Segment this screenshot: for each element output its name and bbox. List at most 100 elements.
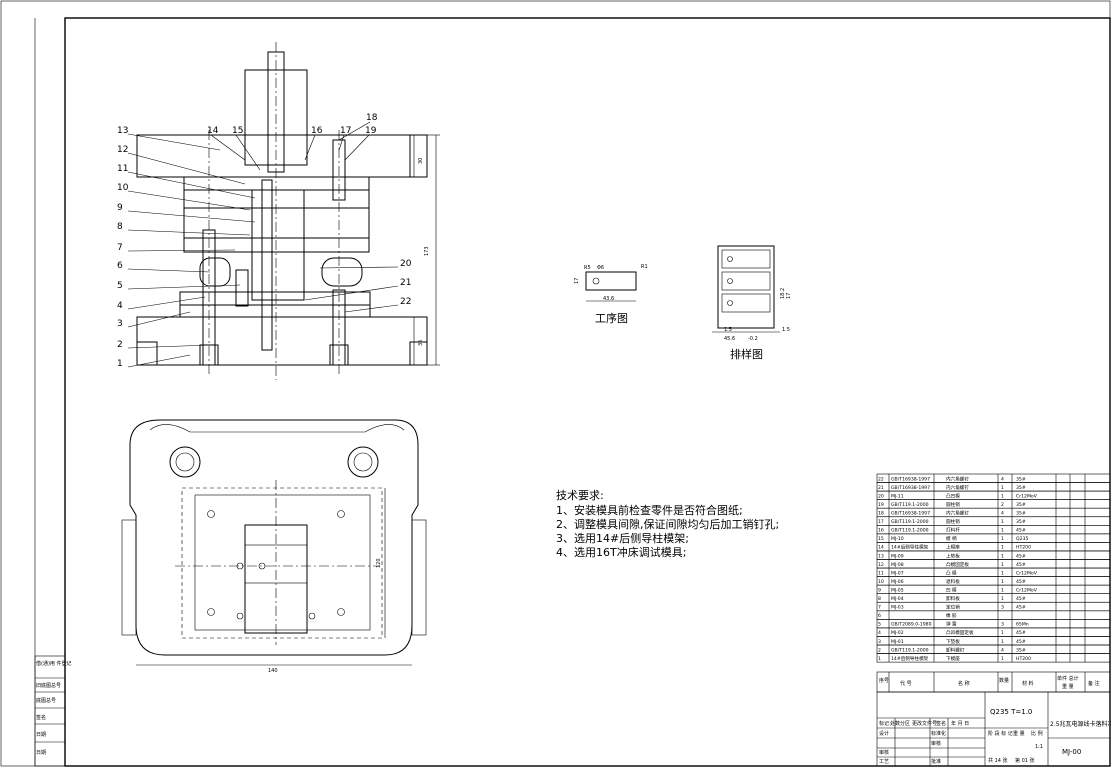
dim-strip-edge-right: 1.5 xyxy=(782,327,790,333)
dim-strip-width: 45.6 xyxy=(724,336,735,342)
die-outline xyxy=(181,487,383,639)
title-label-count: 处数 xyxy=(890,720,900,727)
side-label: 签名 xyxy=(36,714,46,721)
bom-cell-name: 下垫板 xyxy=(946,638,960,645)
bom-cell-no: 2 xyxy=(878,647,881,653)
bom-cell-qty: 1 xyxy=(1001,519,1004,525)
callout-leader xyxy=(127,284,241,290)
part-number-label: 13 xyxy=(117,126,128,136)
bom-cell-no: 13 xyxy=(878,553,884,559)
callout-leader xyxy=(127,210,256,223)
dim-bottom-plate: 35 xyxy=(418,340,424,346)
bom-cell-mat: 45# xyxy=(1016,562,1026,568)
bom-cell-qty: 3 xyxy=(1001,622,1004,628)
part-number-label: 3 xyxy=(117,319,123,329)
punch-retainer xyxy=(183,189,370,209)
dim-plan-height: 120 xyxy=(376,558,382,568)
bom-cell-name: 凹 模 xyxy=(946,586,957,593)
callout-leader xyxy=(127,268,211,273)
bom-cell-name: 凸凹模 xyxy=(946,492,960,499)
bom-cell-name: 凸 模 xyxy=(946,569,957,576)
title-label-weight: 重 量 xyxy=(1013,730,1025,737)
bom-header-unit-weight: 单件 总计 xyxy=(1057,675,1079,682)
bom-cell-mat: Cr12MoV xyxy=(1016,570,1038,576)
bom-cell-name: 内六角螺钉 xyxy=(946,475,969,482)
tech-req-item: 1、安装模具前检查零件是否符合图纸; xyxy=(556,503,743,517)
bom-cell-no: 9 xyxy=(878,587,881,593)
bom-row xyxy=(876,593,1111,603)
bom-cell-mat: Cr12MoV xyxy=(1016,587,1038,593)
title-block: Q235 T=1.0 2.5兆瓦电源线卡落料冲孔 MJ-00 标记 处数 分区 … xyxy=(876,691,1111,767)
dim-workpiece-height: 17 xyxy=(574,278,580,284)
bom-cell-no: 14 xyxy=(878,545,884,551)
callout-leader xyxy=(127,152,246,185)
bom-cell-no: 11 xyxy=(878,570,884,576)
dim-plan-width: 140 xyxy=(268,668,278,674)
bom-cell-mat: 45# xyxy=(1016,553,1026,559)
bom-cell-name: 退料板 xyxy=(946,578,960,585)
bom-cell-name: 卸料板 xyxy=(946,595,960,602)
bom-cell-name: 模 柄 xyxy=(946,535,957,542)
inner-frame xyxy=(64,17,1111,767)
bom-cell-code: GB/T119.1-2000 xyxy=(891,519,929,525)
bom-cell-qty: 4 xyxy=(1001,476,1004,482)
part-number-label: 2 xyxy=(117,340,123,350)
bom-cell-no: 19 xyxy=(878,502,884,508)
bom-cell-code: 14#后侧导柱模架 xyxy=(891,544,929,551)
bom-cell-no: 16 xyxy=(878,528,884,534)
side-label: 日期 xyxy=(36,750,46,756)
title-label-date: 年 月 日 xyxy=(951,720,969,727)
part-number-label: 16 xyxy=(311,126,323,136)
part-number-label: 8 xyxy=(117,222,123,232)
bom-row xyxy=(876,550,1111,560)
title-label-mark: 标记 xyxy=(879,720,889,727)
bom-row xyxy=(876,627,1111,637)
bom-row xyxy=(876,584,1111,595)
plan-view: 140 120 xyxy=(121,419,427,674)
bom-cell-name: 圆柱销 xyxy=(946,501,960,508)
callout-leader xyxy=(338,121,371,141)
part-number-label: 11 xyxy=(117,164,128,174)
title-label-scale: 比 例 xyxy=(1031,730,1043,737)
part-number-label: 19 xyxy=(365,126,377,136)
bom-cell-mat: 35# xyxy=(1016,519,1026,525)
bom-cell-code: MJ-05 xyxy=(891,587,904,593)
dim-strip-pitch-2: 17 xyxy=(786,293,792,299)
callout-leader xyxy=(235,134,261,171)
bom-cell-mat: 35# xyxy=(1016,647,1026,653)
dim-top-plate: 30 xyxy=(418,158,424,164)
callout-leader xyxy=(127,133,221,151)
guide-bush-left xyxy=(169,446,201,478)
dim-strip-pitch: 18.2 xyxy=(780,288,786,299)
callout-leader xyxy=(127,171,256,199)
callout-leader xyxy=(304,285,399,301)
title-label-approve: 批准 xyxy=(931,758,941,765)
bom-header-weight: 重 量 xyxy=(1062,683,1074,690)
dim-workpiece-hole: Φ6 xyxy=(597,265,604,271)
tech-req-item: 3、选用14#后侧导柱模架; xyxy=(556,531,689,545)
part-number-label: 1 xyxy=(117,359,123,369)
bom-cell-qty: 1 xyxy=(1001,485,1004,491)
bom-cell-qty: 1 xyxy=(1001,553,1004,559)
title-drawing-no: MJ-00 xyxy=(1062,748,1081,756)
bom-cell-code: MJ-08 xyxy=(891,562,904,568)
bom-header-name: 名 称 xyxy=(958,680,970,687)
punch-die xyxy=(251,189,305,301)
callout-leader xyxy=(127,190,251,211)
bom-cell-qty: 1 xyxy=(1001,587,1004,593)
bom-header-code: 代 号 xyxy=(900,680,912,687)
bom-cell-code: MJ-04 xyxy=(891,596,904,602)
bom-cell-mat: 45# xyxy=(1016,630,1026,636)
dim-workpiece-r1: R1 xyxy=(641,264,648,270)
bom-cell-no: 4 xyxy=(878,630,881,636)
bom-cell-name: 上模座 xyxy=(946,544,960,551)
bom-row xyxy=(876,559,1111,569)
bom-cell-qty: 1 xyxy=(1001,639,1004,645)
bom-cell-name: 弹 簧 xyxy=(946,621,957,628)
layout-view-label: 排样图 xyxy=(730,347,763,361)
technical-requirements: 技术要求: 1、安装模具前检查零件是否符合图纸; 2、调整模具间隙,保证间隙均匀… xyxy=(556,489,779,559)
bom-header-qty: 数量 xyxy=(999,677,1009,684)
callout-leader xyxy=(127,354,191,368)
bom-cell-name: 圆柱销 xyxy=(946,518,960,525)
